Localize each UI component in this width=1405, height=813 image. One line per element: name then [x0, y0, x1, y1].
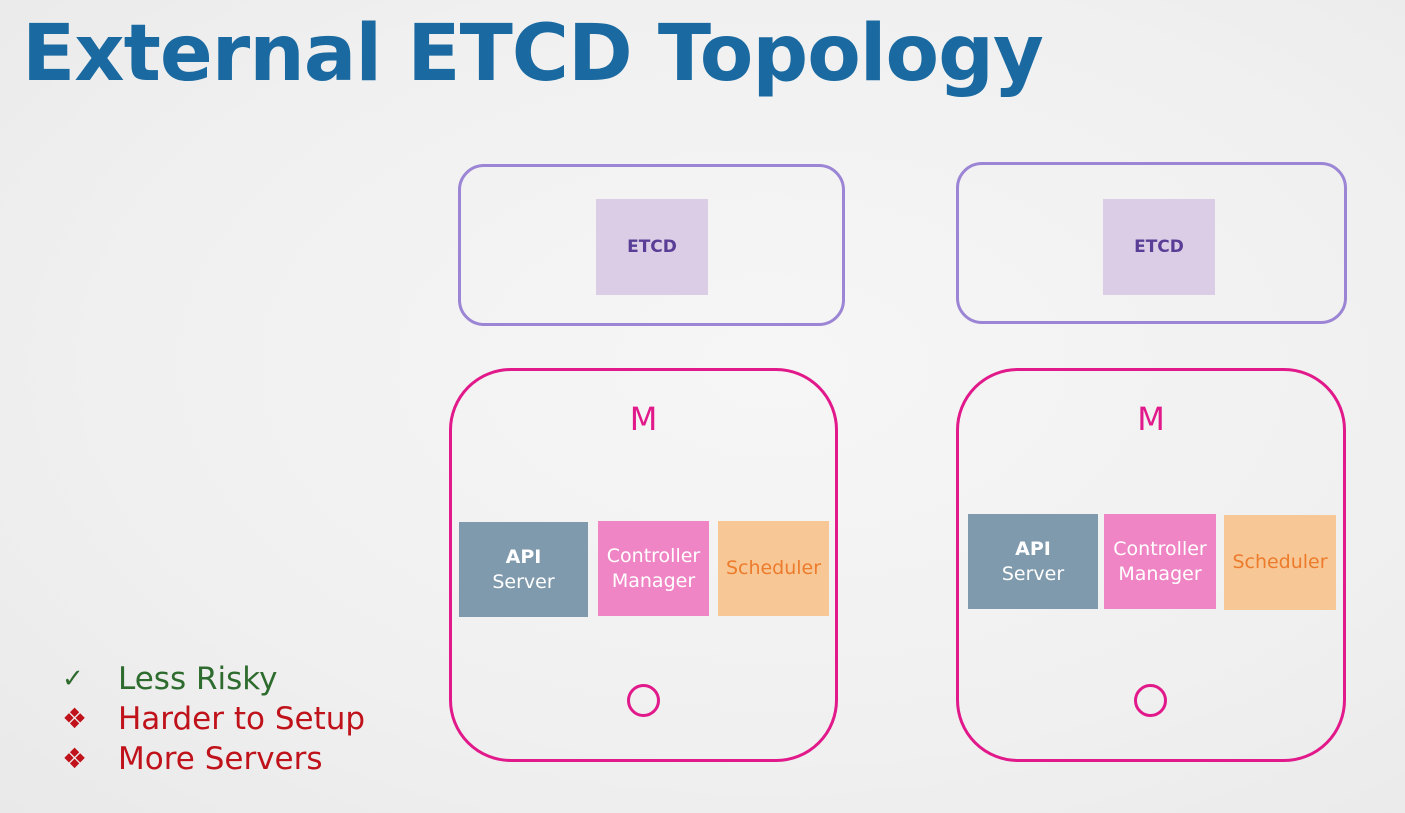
page-title: External ETCD Topology — [22, 9, 1044, 99]
scheduler-block: Scheduler — [1224, 515, 1336, 610]
api-server-line1: API — [505, 546, 542, 569]
api-server-block: API Server — [968, 514, 1098, 609]
bullet-text: More Servers — [118, 741, 323, 777]
etcd-label: ETCD — [1134, 237, 1184, 257]
api-server-line2: Server — [492, 570, 555, 593]
controller-manager-line1: Controller — [1113, 538, 1207, 561]
list-item: ✓ Less Risky — [62, 659, 365, 699]
scheduler-label: Scheduler — [725, 557, 822, 580]
diamond-bullet-icon: ❖ — [62, 742, 88, 775]
etcd-label: ETCD — [627, 237, 677, 257]
home-button-icon — [1134, 684, 1167, 717]
controller-manager-block: Controller Manager — [598, 521, 709, 616]
list-item: ❖ Harder to Setup — [62, 699, 365, 739]
scheduler-label: Scheduler — [1232, 551, 1328, 574]
list-item: ❖ More Servers — [62, 739, 365, 779]
controller-manager-line2: Manager — [1118, 562, 1202, 585]
bullet-text: Harder to Setup — [118, 701, 366, 737]
etcd-block: ETCD — [596, 199, 708, 295]
scheduler-block: Scheduler — [718, 521, 829, 616]
controller-manager-block: Controller Manager — [1104, 514, 1216, 609]
etcd-node-1: ETCD — [458, 164, 845, 326]
pros-cons-list: ✓ Less Risky ❖ Harder to Setup ❖ More Se… — [62, 659, 365, 779]
controller-manager-line2: Manager — [611, 569, 696, 592]
master-node-2: M API Server Controller Manager Schedule… — [956, 368, 1346, 762]
home-button-icon — [627, 684, 660, 717]
api-server-block: API Server — [459, 522, 588, 617]
controller-manager-line1: Controller — [606, 545, 701, 568]
master-node-1: M API Server Controller Manager Schedule… — [449, 368, 838, 762]
etcd-node-2: ETCD — [956, 162, 1347, 324]
api-server-line2: Server — [1001, 562, 1065, 585]
etcd-block: ETCD — [1103, 199, 1215, 295]
bullet-text: Less Risky — [118, 661, 278, 697]
master-label: M — [629, 400, 658, 438]
diamond-bullet-icon: ❖ — [62, 702, 88, 735]
check-icon: ✓ — [62, 664, 84, 694]
master-label: M — [1137, 400, 1165, 438]
api-server-line1: API — [1015, 538, 1051, 561]
